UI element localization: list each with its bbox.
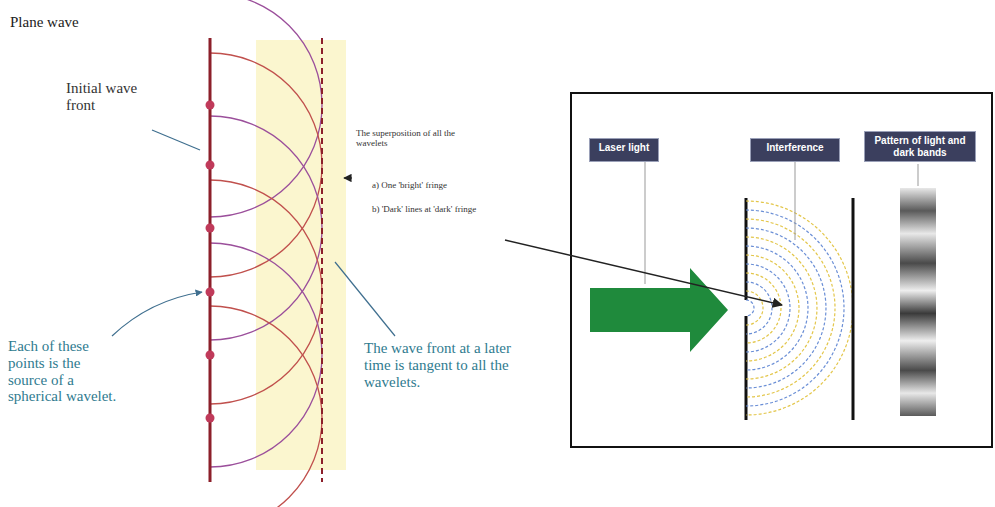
wave-arc (746, 291, 763, 325)
fringe-pattern (900, 188, 936, 416)
callout-text: Pattern of light and dark bands (870, 135, 970, 158)
highlight-band (256, 40, 346, 470)
barrier (745, 198, 748, 300)
label-text: a) One 'bright' fringe (372, 180, 482, 190)
wave-arc (746, 246, 808, 370)
leader-line (795, 162, 796, 240)
point-source (206, 288, 215, 297)
barrier (745, 316, 748, 420)
callout-box: Interference (750, 138, 840, 162)
later-wave-front (321, 38, 323, 482)
label-text: Each of these points is the source of a … (8, 338, 120, 405)
leader-arrow (112, 292, 202, 336)
wavelet-arc (210, 116, 322, 340)
leader-line (645, 162, 646, 284)
laser-arrow (590, 268, 728, 352)
callout-text: Laser light (595, 142, 653, 154)
label-text: Plane wave (10, 14, 160, 31)
wavelet-arc (210, 180, 322, 404)
interference-waves (746, 201, 852, 415)
wave-arc (746, 300, 754, 316)
wavelet-arc (210, 53, 322, 277)
point-source (206, 161, 215, 170)
label-text: The wave front at a later time is tangen… (364, 340, 539, 390)
callout-box: Laser light (589, 138, 659, 162)
label-text: Initial wave front (66, 80, 156, 114)
point-source (206, 224, 215, 233)
wave-arc (746, 282, 772, 334)
label-text: b) 'Dark' lines at 'dark' fringe (372, 204, 482, 214)
wave-arc (746, 201, 852, 415)
point-sources (206, 101, 215, 423)
leader-line (152, 130, 200, 150)
screen (852, 198, 855, 420)
callout-text: Interference (756, 142, 834, 154)
label-text: The superposition of all the wavelets (356, 128, 456, 148)
wavelets (210, 0, 322, 507)
pointer-arrow (505, 240, 782, 305)
wave-arc (746, 264, 790, 352)
wave-arc (746, 228, 826, 388)
point-source (206, 101, 215, 110)
leader-line (918, 164, 919, 186)
wave-arc (746, 255, 799, 361)
callout-box: Pattern of light and dark bands (864, 131, 976, 162)
wavelet-arc (210, 306, 322, 507)
wavelet-arc (210, 243, 322, 467)
point-source (206, 351, 215, 360)
wavelet-arc (210, 0, 322, 217)
wave-arc (746, 273, 781, 343)
leader-arrow (344, 177, 352, 178)
wave-arc (746, 237, 817, 379)
point-source (206, 414, 215, 423)
leader-line (335, 262, 395, 336)
